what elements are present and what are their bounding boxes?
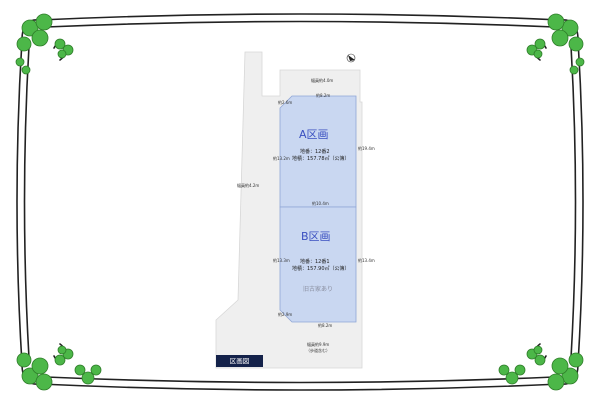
dim-b-right: 約13.4m [358, 257, 375, 263]
dim-a-right: 約19.4m [358, 145, 375, 151]
dim-b-left: 約13.3m [273, 257, 290, 263]
dim-top-edge: 約8.2m [316, 92, 330, 98]
lot-b-shape [279, 206, 357, 323]
lot-a-chiban: 地番：12番2 [300, 148, 330, 155]
lot-b-area: 地積：157.90㎡（公簿） [292, 265, 350, 272]
dim-a-top-corner: 約2.6m [278, 99, 292, 105]
dim-a-left: 約13.2m [273, 155, 290, 161]
north-arrow-icon [346, 53, 356, 63]
dim-road-left: 幅員約4.2m [237, 182, 259, 188]
dim-road-top: 幅員約4.0m [311, 77, 333, 83]
dim-bottom-edge: 約8.2m [318, 322, 332, 328]
dim-road-bottom-1: 幅員約9.9m [307, 341, 329, 347]
lot-b-chiban: 地番：12番1 [300, 258, 330, 265]
dim-road-bottom-2: （歩道含む） [306, 347, 330, 353]
plan-badge: 区画図 [216, 355, 263, 367]
dim-middle: 約10.4m [312, 200, 329, 206]
lot-a-name: A区画 [299, 128, 329, 141]
lot-a-area: 地積：157.78㎡（公簿） [292, 155, 350, 162]
lot-b-name: B区画 [301, 230, 331, 243]
lot-b-note: 旧古家あり [303, 285, 333, 293]
dim-b-bottom-corner: 約2.9m [278, 311, 292, 317]
